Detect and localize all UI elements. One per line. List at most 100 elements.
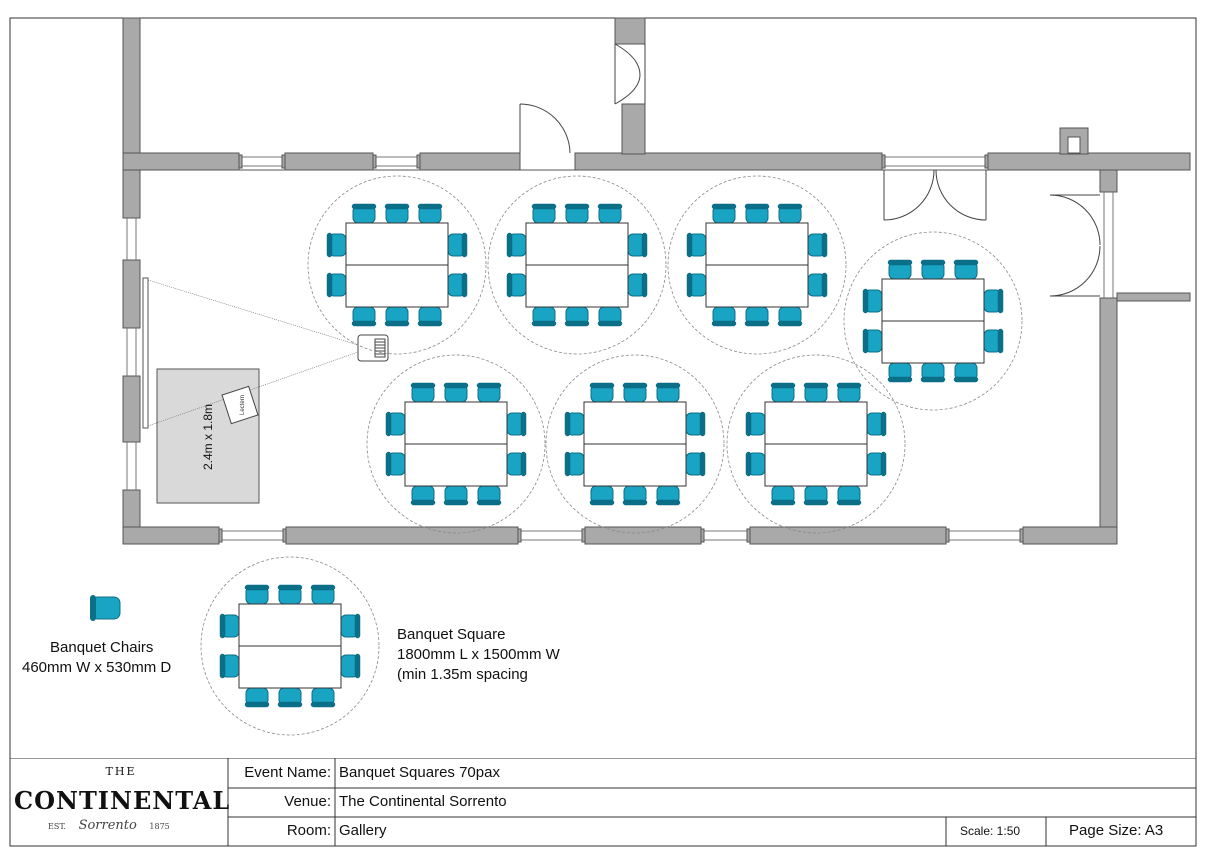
venue-value: The Continental Sorrento [339,793,507,810]
chair-icon [506,411,527,437]
chair-icon [744,306,770,327]
windows [126,154,1114,543]
chair-icon [531,306,557,327]
chair-icon [589,485,615,506]
wall-bottom-3 [584,526,702,545]
svg-text:Lectern: Lectern [240,395,246,415]
banquet-table-set [487,175,667,355]
chair-icon [622,382,648,403]
chair-icon [866,451,887,477]
wall-top-5 [987,152,1191,171]
chair-icon [711,203,737,224]
chair-icon [627,232,648,258]
chair-icon [655,382,681,403]
wall-top-2 [284,152,374,171]
table-legend-dims: 1800mm L x 1500mm W [397,646,560,663]
chair-icon [506,451,527,477]
chair-icon [836,382,862,403]
chair-icon [340,653,361,679]
projection-line-1 [147,279,359,346]
chair-icon [920,259,946,280]
chair-icon [597,306,623,327]
chair-icon [711,306,737,327]
tables [200,175,1023,736]
table-legend-spacing: (min 1.35m spacing [397,666,528,683]
chair-icon [655,485,681,506]
chair-icon [277,584,303,605]
wall-left-mid2 [122,375,141,443]
logo-script: Sorrento [78,818,137,833]
wall-top-1 [122,152,240,171]
chair-icon [807,232,828,258]
chair-icon [410,485,436,506]
chair-icon [385,411,406,437]
chair-icon [326,232,347,258]
chair-icon [447,272,468,298]
chair-icon [627,272,648,298]
projector-icon [357,334,389,362]
chair-icon [920,362,946,383]
banquet-table-set [200,556,380,736]
chair-icon [531,203,557,224]
logo-year: 1875 [149,822,170,831]
chair-icon [597,203,623,224]
chair-icon [836,485,862,506]
doors [519,43,1101,297]
chair-icon [862,328,883,354]
chair-icon [410,382,436,403]
wall-corridor-1 [614,17,646,45]
banquet-table-set [307,175,487,355]
chair-icon [219,613,240,639]
chair-icon [417,306,443,327]
chair-icon [385,451,406,477]
chair-icon [443,382,469,403]
event-name-label: Event Name: [244,764,331,781]
chair-icon [807,272,828,298]
stage-size-label: 2.4m x 1.8m [201,404,215,470]
chair-icon [447,232,468,258]
wall-left-mid [122,259,141,329]
room-value: Gallery [339,822,387,839]
banquet-table-set [843,231,1023,411]
chair-icon [744,203,770,224]
wall-bottom-4 [749,526,947,545]
chair-icon [564,306,590,327]
chair-icon [506,232,527,258]
chair-icon [686,272,707,298]
chair-icon [277,687,303,708]
projector-screen [142,277,149,429]
logo-est: EST. [48,822,67,831]
chair-icon [862,288,883,314]
chair-legend-title: Banquet Chairs [50,639,154,656]
banquet-table-set [726,354,906,534]
chair-icon [685,451,706,477]
wall-bottom-2 [285,526,519,545]
chair-icon [983,288,1004,314]
scale-label: Scale: 1:50 [960,824,1021,838]
banquet-table-set [545,354,725,534]
wall-top-3 [419,152,521,171]
chair-icon [866,411,887,437]
chair-icon [506,272,527,298]
chair-icon [340,613,361,639]
chair-icon [564,203,590,224]
chair-icon [777,203,803,224]
chair-icon [745,411,766,437]
chair-icon [953,362,979,383]
chair-icon [685,411,706,437]
banquet-table-set [667,175,847,355]
chair-icon [476,382,502,403]
title-block [10,758,1196,846]
chair-icon [745,451,766,477]
chair-icon [564,411,585,437]
chair-icon [887,259,913,280]
chair-icon [384,306,410,327]
chair-icon [770,485,796,506]
chair-icon [803,485,829,506]
chair-icon [244,687,270,708]
chair-icon [443,485,469,506]
legend-chair-icon [90,595,121,621]
wall-left-upper [122,17,141,219]
chair-icon [326,272,347,298]
